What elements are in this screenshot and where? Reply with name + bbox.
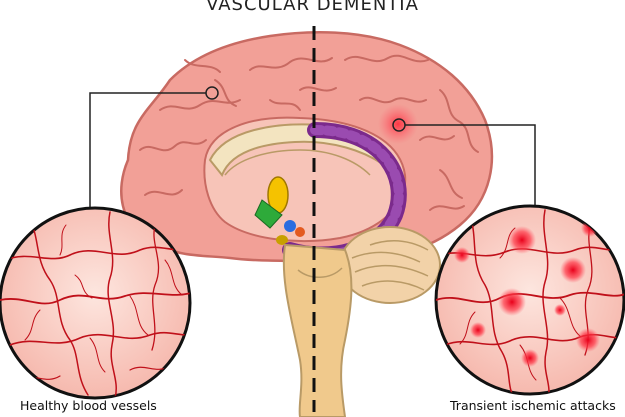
tia-vessels-circle (434, 204, 625, 396)
label-transient-ischemic-attacks: Transient ischemic attacks (450, 398, 616, 413)
brainstem (282, 243, 353, 417)
diagram-title: VASCULAR DEMENTIA (206, 0, 419, 15)
cerebellum (339, 226, 441, 304)
label-healthy-blood-vessels: Healthy blood vessels (20, 398, 157, 413)
leader-right (405, 124, 536, 210)
leader-left (89, 92, 206, 212)
cerebral-cortex (120, 31, 494, 264)
lesion-glow (378, 104, 418, 144)
healthy-vessels-circle (0, 206, 192, 400)
lesion-spots (454, 219, 600, 367)
